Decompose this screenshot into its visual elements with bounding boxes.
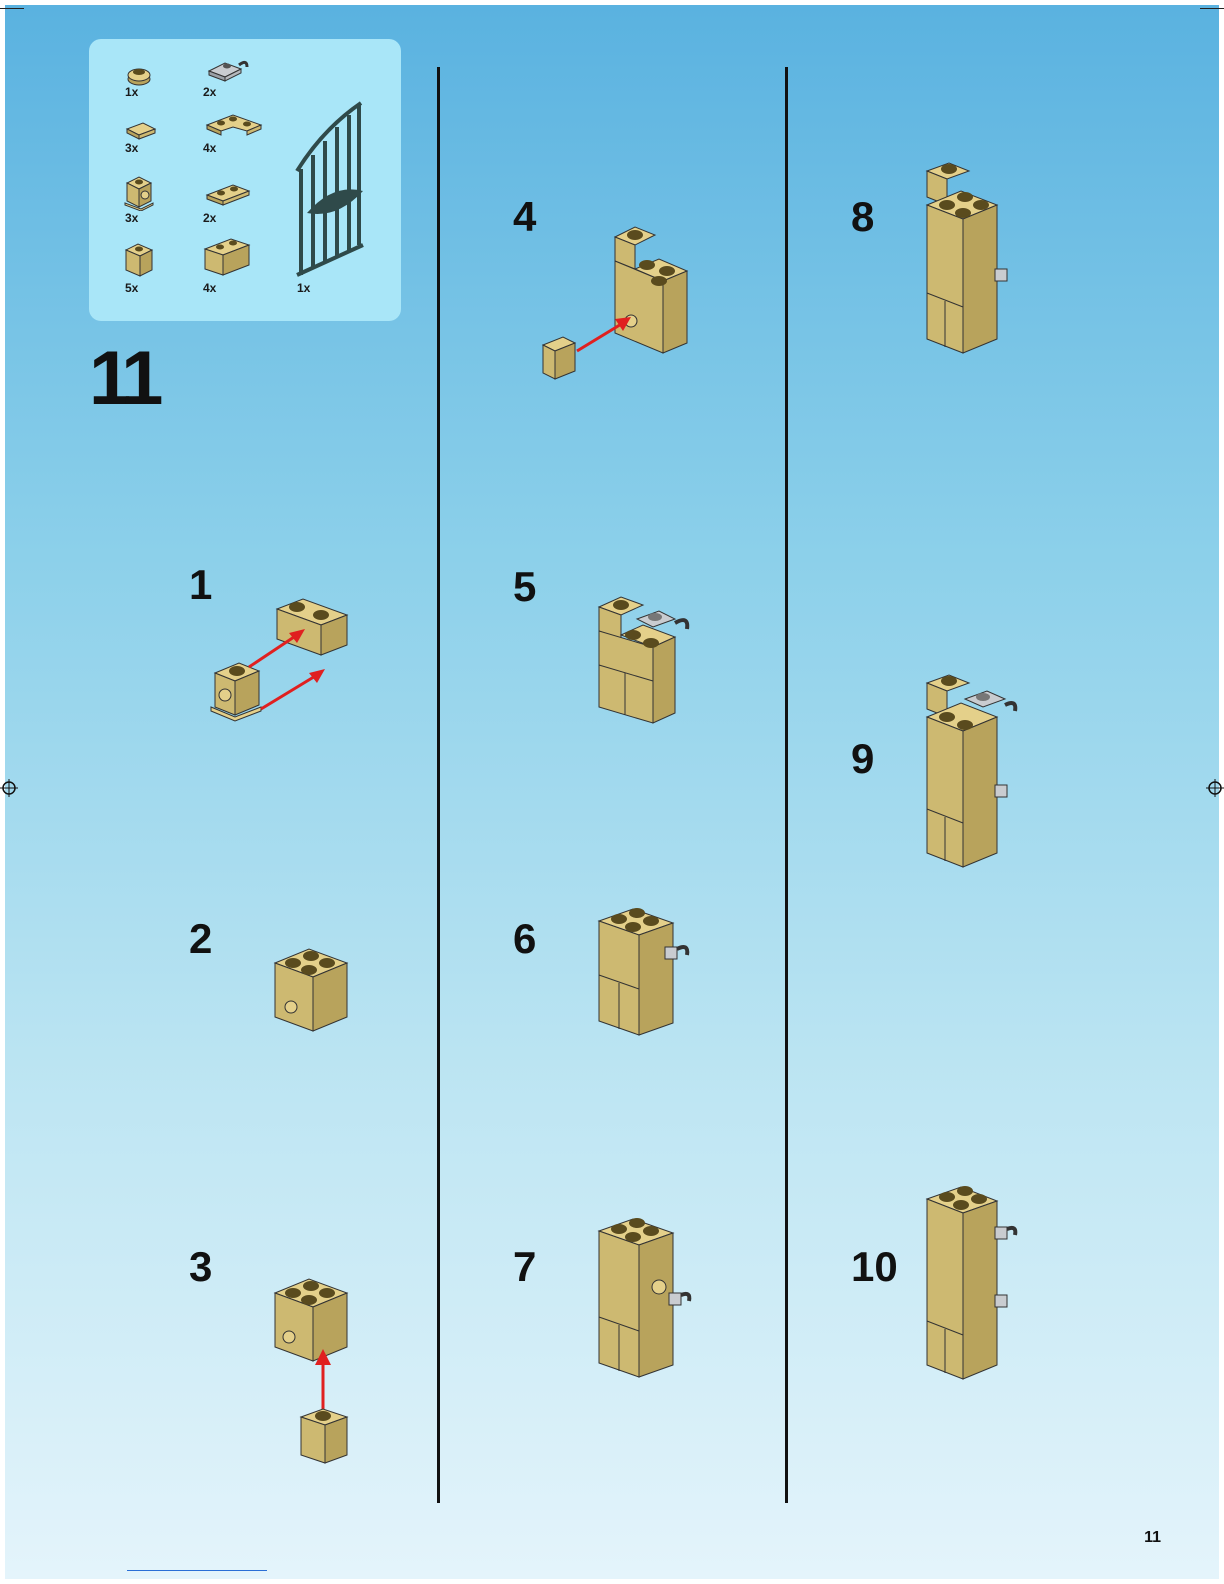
step-9-assembly-diagram [919,669,1029,873]
part-qty: 5x [125,281,138,295]
part-qty: 1x [125,85,138,99]
main-step-number: 11 [89,335,157,422]
tile-1x1-icon [125,119,157,141]
brick-1x1-icon [123,241,157,279]
step-6-assembly-diagram [593,903,697,1043]
step-number: 8 [851,193,874,241]
part-qty: 3x [125,211,138,225]
step-number: 7 [513,1243,536,1291]
step-8-assembly-diagram [919,157,1029,357]
gate-icon [293,99,369,283]
step-number: 9 [851,735,874,783]
plate-with-clip-icon [203,57,249,85]
step-2-assembly-diagram [269,943,355,1035]
round-plate-1x1-icon [125,65,155,87]
part-qty: 4x [203,141,216,155]
plate-1x2-icon [203,181,253,209]
registration-mark-icon [0,779,18,797]
part-qty: 1x [297,281,310,295]
registration-mark-icon [1206,779,1224,797]
step-number: 2 [189,915,212,963]
brick-1x2-icon [201,233,253,279]
step-number: 4 [513,193,536,241]
part-qty: 2x [203,211,216,225]
step-10-assembly-diagram [919,1181,1029,1385]
step-number: 3 [189,1243,212,1291]
parts-list-box: 1x 2x 3x 4x [89,39,401,321]
step-5-assembly-diagram [593,589,697,729]
column-divider [785,67,788,1503]
step-4-assembly-diagram [535,219,695,383]
instruction-page: 1x 2x 3x 4x [5,5,1219,1579]
part-qty: 4x [203,281,216,295]
crop-mark [1200,8,1224,9]
column-divider [437,67,440,1503]
step-number: 5 [513,563,536,611]
step-7-assembly-diagram [593,1213,697,1385]
step-number: 10 [851,1243,898,1291]
step-1-assembly-diagram [205,591,355,727]
corner-plate-icon [203,109,265,141]
step-number: 6 [513,915,536,963]
bottom-rule [127,1570,267,1571]
page-number: 11 [1144,1529,1161,1547]
crop-mark [0,8,24,9]
step-3-assembly-diagram [269,1273,359,1473]
part-qty: 2x [203,85,216,99]
part-qty: 3x [125,141,138,155]
brick-with-stud-side-icon [123,173,159,211]
